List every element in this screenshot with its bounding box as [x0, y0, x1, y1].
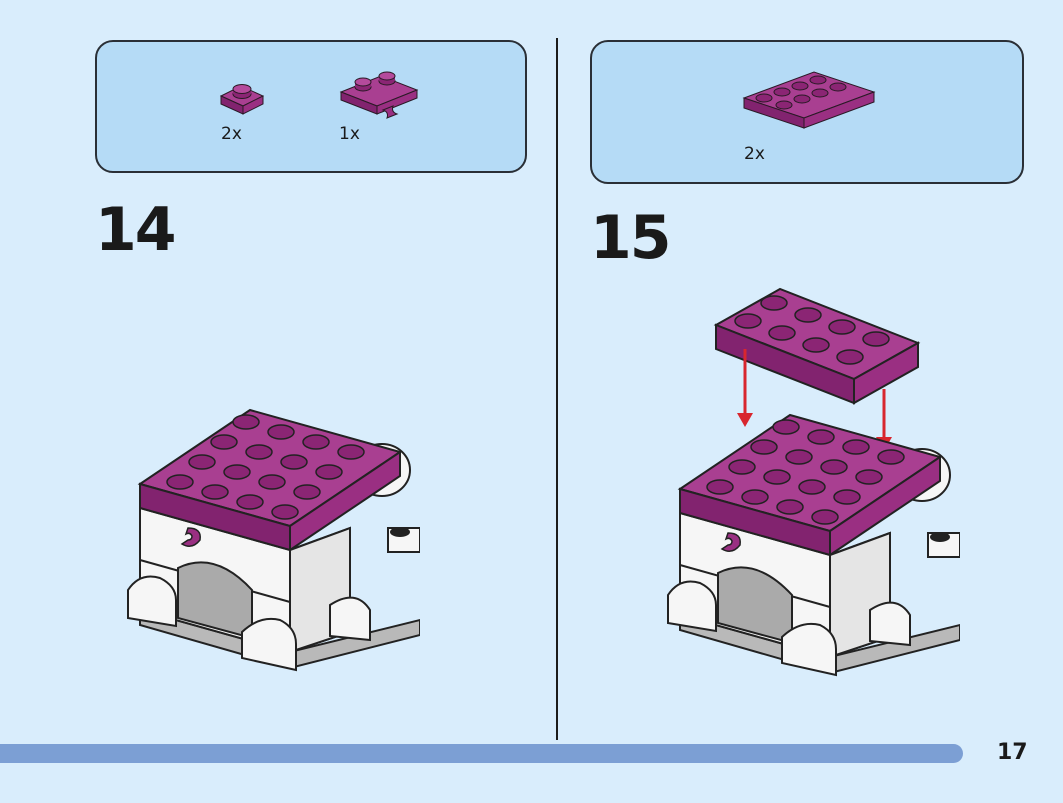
plate-1x1-magenta-icon: [219, 84, 265, 115]
new-plate-illustration: [713, 287, 921, 405]
parts-callout-step-14: 2x 1x: [95, 40, 527, 173]
model-assembly-step-15: [667, 287, 960, 677]
progress-bar: [0, 744, 963, 763]
model-assembly-step-14: [127, 408, 420, 672]
page-divider: [556, 38, 558, 740]
part-quantity: 2x: [221, 124, 242, 144]
plate-1x2-clip-magenta-icon: [339, 71, 419, 119]
robot-body-illustration: [667, 413, 960, 677]
part-quantity: 1x: [339, 124, 360, 144]
step-number: 14: [95, 195, 176, 265]
plate-2x4-magenta-icon: [742, 71, 876, 129]
page-number: 17: [997, 740, 1028, 765]
step-number: 15: [590, 203, 671, 273]
robot-body-illustration: [127, 408, 420, 672]
parts-callout-step-15: 2x: [590, 40, 1024, 184]
part-quantity: 2x: [744, 144, 765, 164]
